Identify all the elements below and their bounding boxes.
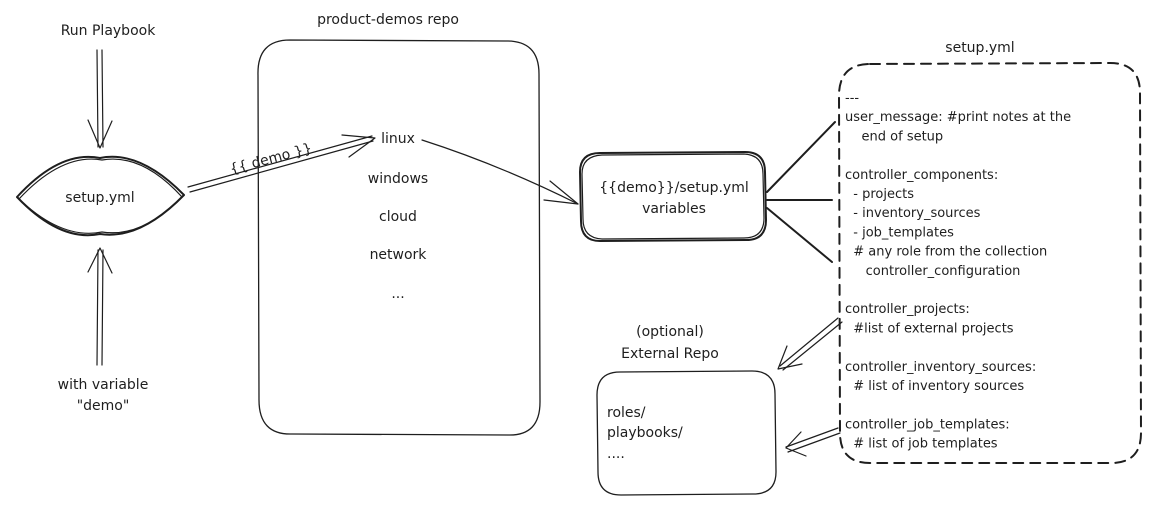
setup-yml-panel-title: setup.yml <box>945 40 1014 56</box>
setup-yml-line: end of setup <box>845 129 943 144</box>
setup-yml-line: controller_inventory_sources: <box>845 360 1036 375</box>
run-playbook-label: Run Playbook <box>61 23 157 39</box>
repo-item-linux: linux <box>381 131 415 147</box>
repo-item-cloud: cloud <box>379 209 417 225</box>
setup-yml-line: # list of inventory sources <box>845 379 1024 394</box>
repo-item-network: network <box>370 247 428 263</box>
external-repo-title-line1: (optional) <box>636 324 704 340</box>
variables-box-line1: {{demo}}/setup.yml <box>599 180 748 196</box>
projects-to-external-arrow <box>777 317 843 371</box>
product-demos-repo-box <box>257 39 541 436</box>
setup-yml-line: --- <box>845 91 859 106</box>
setup-yml-panel-box <box>838 62 1142 464</box>
setup-yml-diamond <box>16 155 185 237</box>
job-templates-to-external-arrow <box>785 427 841 457</box>
external-repo-item-ellipsis: .... <box>607 446 625 462</box>
setup-yml-line: controller_configuration <box>845 264 1020 279</box>
repo-item-windows: windows <box>368 171 428 187</box>
with-variable-line2: "demo" <box>77 398 130 414</box>
external-repo-title-line2: External Repo <box>621 346 719 362</box>
setup-yml-content: --- user_message: #print notes at the end… <box>845 91 1071 452</box>
with-variable-line1: with variable <box>58 377 149 393</box>
setup-yml-line: controller_projects: <box>845 302 970 317</box>
variables-to-setup-connector <box>766 121 836 263</box>
setup-yml-line: - inventory_sources <box>845 206 981 221</box>
repo-item-ellipsis: ... <box>391 286 404 302</box>
setup-yml-line: # any role from the collection <box>845 245 1047 260</box>
external-repo-item-playbooks: playbooks/ <box>607 425 683 441</box>
setup-yml-diamond-label: setup.yml <box>65 190 134 206</box>
setup-yml-line: user_message: #print notes at the <box>845 110 1071 125</box>
external-repo-box <box>596 370 777 496</box>
setup-yml-line: - job_templates <box>845 225 954 240</box>
setup-yml-line: # list of job templates <box>845 437 998 452</box>
demo-arrow <box>187 134 376 193</box>
linux-to-variables-arrow <box>421 139 579 205</box>
setup-yml-line: controller_job_templates: <box>845 417 1010 432</box>
demo-arrow-label: {{ demo }} <box>228 141 314 178</box>
external-repo-item-roles: roles/ <box>607 405 646 421</box>
setup-yml-line: controller_components: <box>845 168 998 183</box>
product-demos-repo-title: product-demos repo <box>317 12 459 28</box>
setup-yml-line: - projects <box>845 187 914 202</box>
variables-box <box>579 151 767 242</box>
with-variable-arrow <box>87 247 113 366</box>
run-playbook-arrow <box>87 49 113 149</box>
setup-yml-line: #list of external projects <box>845 321 1014 336</box>
variables-box-line2: variables <box>642 201 706 217</box>
